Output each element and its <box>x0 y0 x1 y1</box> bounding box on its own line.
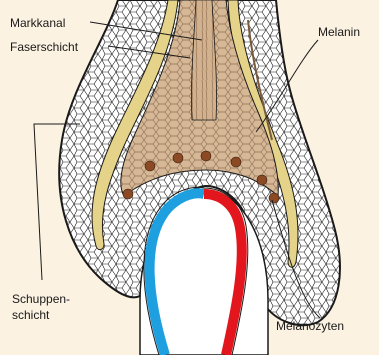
melanocyte <box>231 157 241 167</box>
melanocyte <box>269 193 279 203</box>
label-melanin: Melanin <box>318 25 360 39</box>
label-schuppenschicht-2: schicht <box>12 308 50 322</box>
label-markkanal: Markkanal <box>10 16 65 30</box>
label-faserschicht: Faserschicht <box>10 40 79 54</box>
melanocyte <box>257 175 267 185</box>
melanocyte <box>145 161 155 171</box>
medulla <box>191 0 216 120</box>
melanocyte <box>123 189 133 199</box>
melanocyte <box>173 153 183 163</box>
label-melanozyten: Melanozyten <box>276 319 344 333</box>
label-schuppenschicht-1: Schuppen- <box>12 292 70 306</box>
melanocyte <box>201 151 211 161</box>
